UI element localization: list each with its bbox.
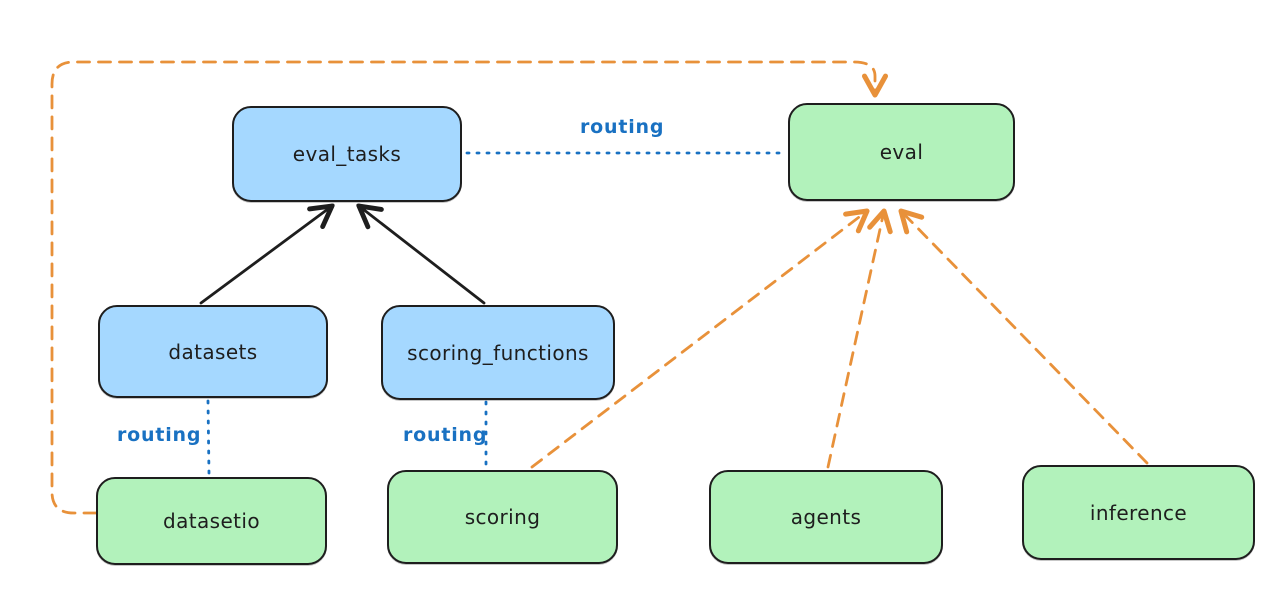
node-agents: agents	[709, 470, 943, 564]
node-scoring-functions-label: scoring_functions	[407, 340, 589, 365]
node-inference: inference	[1022, 465, 1255, 560]
node-scoring-label: scoring	[464, 505, 541, 529]
node-datasetio: datasetio	[96, 477, 327, 565]
node-datasets-label: datasets	[168, 339, 258, 364]
node-scoring: scoring	[387, 470, 618, 564]
edge-scoring-functions-to-eval-tasks	[356, 203, 486, 305]
edge-label-routing-top: routing	[580, 116, 665, 138]
node-datasetio-label: datasetio	[162, 509, 260, 533]
edge-label-routing-datasets: routing	[117, 424, 202, 446]
edge-datasetio-to-eval	[50, 60, 889, 515]
node-eval-tasks: eval_tasks	[232, 106, 462, 202]
node-inference-label: inference	[1089, 500, 1188, 525]
edge-inference-to-eval	[898, 208, 1149, 465]
edge-label-routing-scoring: routing	[403, 424, 488, 446]
node-eval: eval	[788, 103, 1015, 201]
node-eval-tasks-label: eval_tasks	[292, 142, 402, 166]
edge-scoring-to-eval	[530, 208, 870, 469]
edge-datasets-to-eval-tasks	[199, 203, 335, 305]
edge-datasets-to-datasetio-routing	[206, 399, 211, 476]
node-datasets: datasets	[98, 305, 328, 398]
edge-agents-to-eval	[826, 208, 893, 469]
node-eval-label: eval	[879, 140, 924, 164]
node-scoring-functions: scoring_functions	[381, 305, 615, 400]
node-agents-label: agents	[790, 505, 862, 529]
